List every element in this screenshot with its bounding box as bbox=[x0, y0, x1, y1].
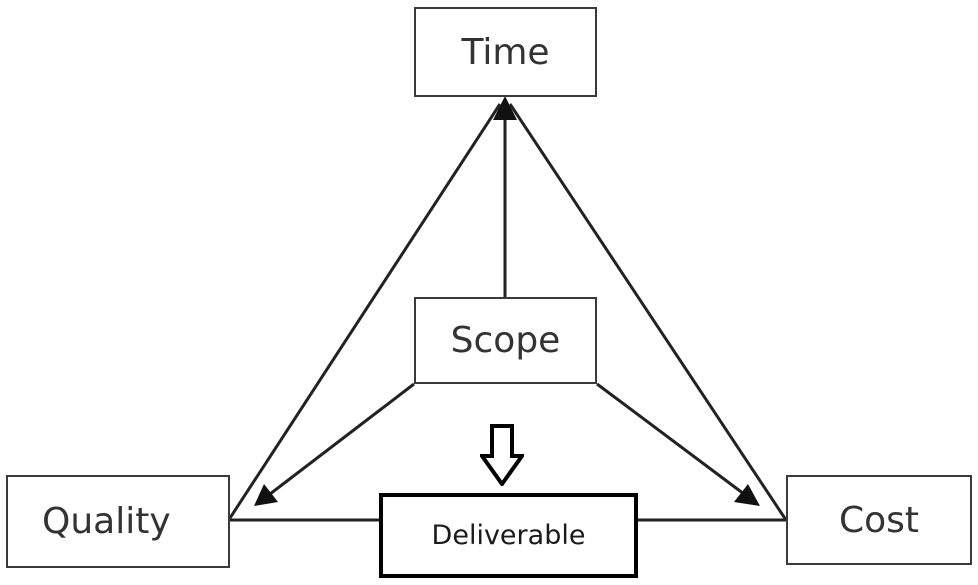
cost-node: Cost bbox=[786, 475, 972, 565]
arrowhead-time bbox=[493, 96, 517, 120]
scope-node: Scope bbox=[414, 297, 597, 384]
edge-quality-to-time bbox=[228, 103, 502, 519]
edge-scope-to-cost bbox=[596, 382, 745, 496]
quality-node: Quality bbox=[6, 475, 230, 568]
deliverable-node: Deliverable bbox=[379, 493, 638, 578]
cost-label: Cost bbox=[838, 499, 920, 541]
edge-time-to-cost bbox=[508, 103, 788, 521]
edge-scope-to-quality bbox=[269, 382, 415, 496]
deliverable-label: Deliverable bbox=[431, 520, 586, 551]
scope-label: Scope bbox=[450, 320, 561, 361]
down-arrow-icon bbox=[480, 424, 524, 486]
time-label: Time bbox=[461, 31, 550, 73]
arrowhead-cost bbox=[734, 484, 760, 506]
quality-label: Quality bbox=[42, 501, 171, 542]
arrowhead-quality bbox=[254, 484, 278, 506]
time-node: Time bbox=[414, 7, 597, 97]
